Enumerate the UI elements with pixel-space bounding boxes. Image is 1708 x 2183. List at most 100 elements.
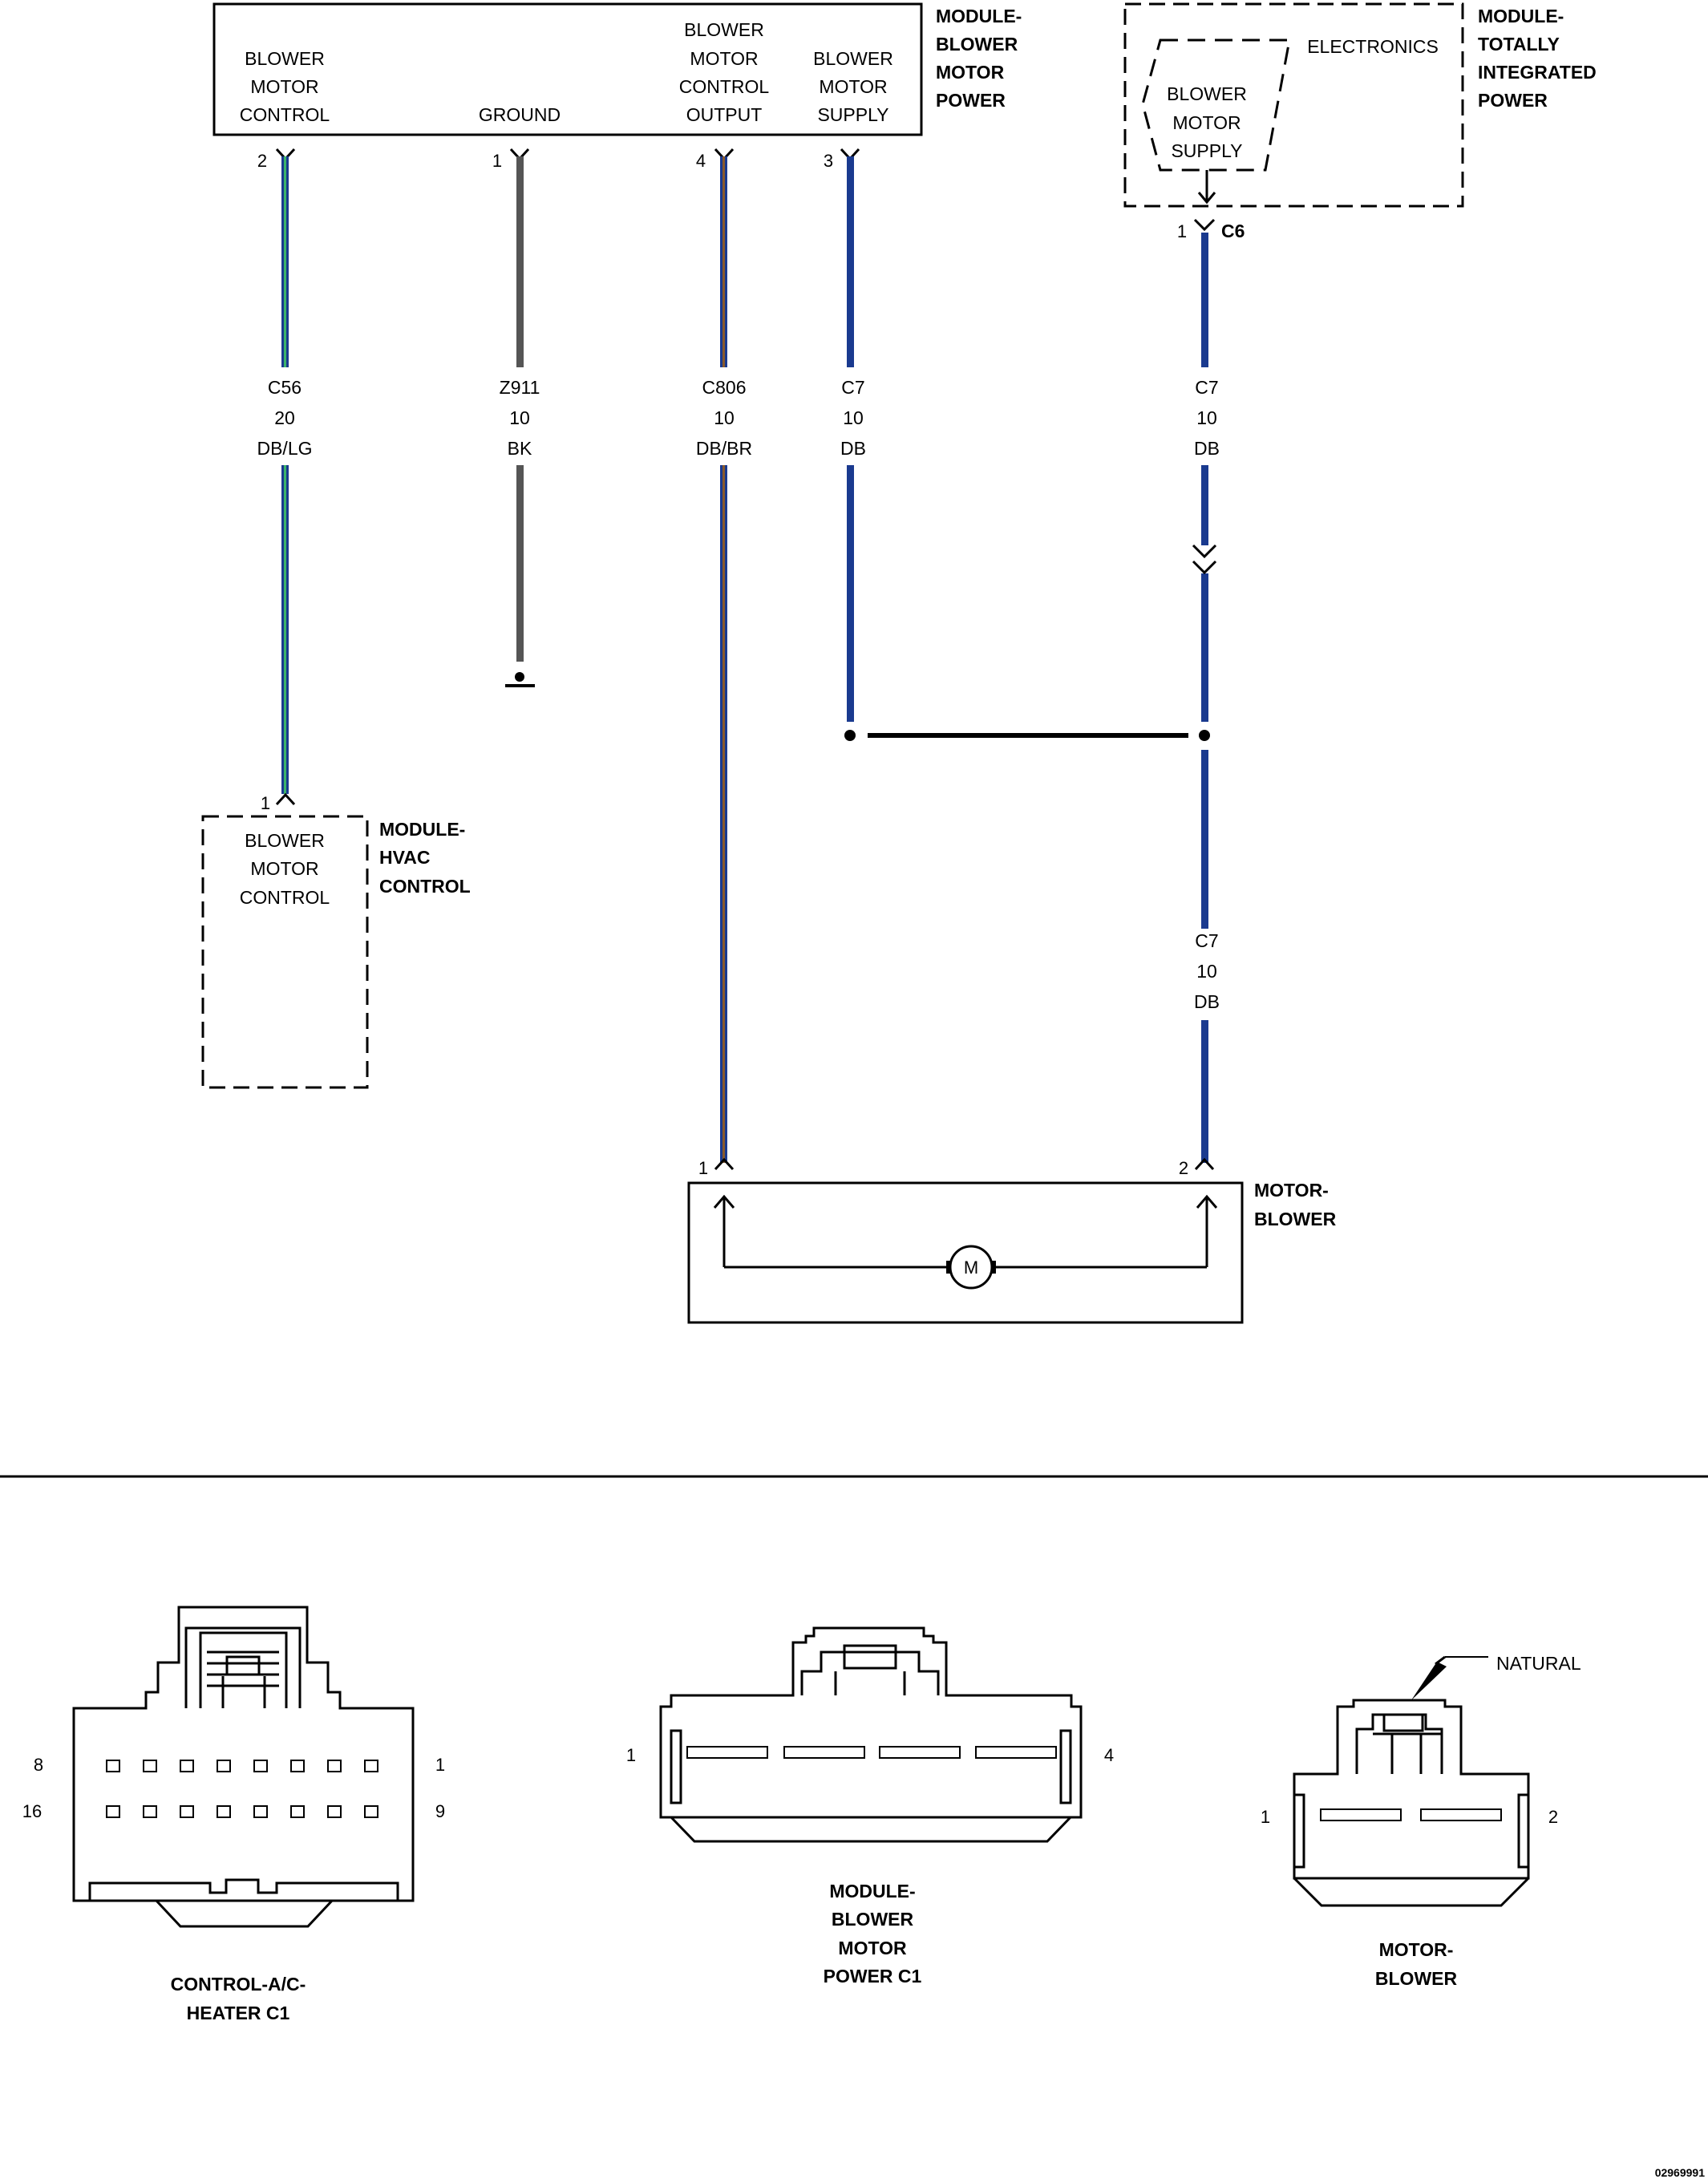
arrow-icon bbox=[713, 1194, 735, 1267]
connector-name: MOTOR- bbox=[1379, 1939, 1454, 1960]
module-blower-motor-power: BLOWER MOTOR CONTROL GROUND BLOWER MOTOR… bbox=[212, 2, 1022, 171]
terminal-symbol bbox=[275, 792, 296, 806]
terminal-symbol bbox=[1193, 218, 1216, 232]
pin-label: BLOWER bbox=[245, 830, 325, 851]
inner-label: MOTOR bbox=[1172, 112, 1241, 133]
wire-color: DB bbox=[840, 438, 866, 459]
pin-label: 1 bbox=[626, 1745, 636, 1765]
pin-label: 9 bbox=[435, 1801, 445, 1821]
wire-color: DB bbox=[1194, 991, 1220, 1012]
module-name: MOTOR bbox=[936, 62, 1005, 83]
wire-c7 bbox=[847, 465, 854, 722]
wire-stripe bbox=[284, 465, 286, 794]
module-name: BLOWER bbox=[1254, 1209, 1337, 1229]
pin-number: 1 bbox=[261, 793, 270, 813]
pin-label: CONTROL bbox=[679, 76, 770, 97]
figure-id: 02969991 bbox=[1655, 2166, 1706, 2179]
latch-detail bbox=[221, 1676, 266, 1708]
module-name: TOTALLY bbox=[1478, 34, 1560, 55]
pin-label: 1 bbox=[1261, 1807, 1270, 1827]
pin-number: 1 bbox=[1177, 221, 1187, 241]
pin-label: BLOWER bbox=[245, 48, 325, 69]
latch bbox=[1355, 1713, 1443, 1774]
wire-c7 bbox=[1201, 573, 1208, 722]
pin-label: MOTOR bbox=[690, 48, 758, 69]
connector-name: MODULE- bbox=[829, 1881, 915, 1902]
pin-number: 1 bbox=[492, 151, 502, 171]
module-name: POWER bbox=[936, 90, 1006, 111]
latch-tab bbox=[843, 1644, 897, 1670]
side-rib bbox=[670, 1729, 682, 1804]
wire-c7 bbox=[1201, 465, 1208, 545]
connector-id: C6 bbox=[1221, 221, 1245, 241]
pin-number: 1 bbox=[698, 1158, 708, 1178]
module-name: MODULE- bbox=[379, 819, 465, 840]
ground-icon bbox=[505, 672, 535, 687]
pin-number: 3 bbox=[824, 151, 833, 171]
wire-gauge: 10 bbox=[714, 407, 735, 428]
pin-label: SUPPLY bbox=[817, 104, 888, 125]
wire-circuit: C56 bbox=[268, 377, 302, 398]
wire-color: DB bbox=[1194, 438, 1220, 459]
side-rib bbox=[1293, 1793, 1305, 1869]
latch bbox=[199, 1631, 288, 1708]
pin-number: 4 bbox=[696, 151, 706, 171]
splice-dot bbox=[1199, 730, 1210, 741]
motor-blower: 1 2 M MOTOR- BLOWER bbox=[687, 1157, 1337, 1324]
pin-number: 2 bbox=[1179, 1158, 1188, 1178]
connector-name: BLOWER bbox=[1375, 1968, 1458, 1989]
connector-foot bbox=[1293, 1877, 1530, 1907]
latch-detail bbox=[1373, 1732, 1442, 1774]
connector-body bbox=[72, 1606, 415, 1902]
inner-label: BLOWER bbox=[1167, 83, 1247, 104]
pin-label: MOTOR bbox=[819, 76, 887, 97]
connector-body bbox=[659, 1626, 1083, 1819]
side-rib bbox=[1059, 1729, 1072, 1804]
latch-detail bbox=[207, 1650, 279, 1687]
motor-icon bbox=[949, 1245, 994, 1290]
connector-foot bbox=[670, 1816, 1072, 1843]
latch bbox=[184, 1626, 302, 1708]
wire-c7 bbox=[1201, 750, 1208, 929]
arrow-icon bbox=[1196, 1194, 1218, 1267]
terminal-symbol bbox=[1194, 1157, 1215, 1171]
callout-arrow-icon bbox=[1411, 1662, 1447, 1700]
connector-foot bbox=[155, 1899, 334, 1928]
pin-label: BLOWER bbox=[684, 19, 764, 40]
inner-label: SUPPLY bbox=[1171, 140, 1242, 161]
hvac-box bbox=[201, 815, 369, 1089]
module-name: HVAC bbox=[379, 847, 430, 868]
inline-connector-icon bbox=[1192, 544, 1217, 559]
module-name: INTEGRATED bbox=[1478, 62, 1597, 83]
module-hvac-control: 1 BLOWER MOTOR CONTROL MODULE- HVAC CONT… bbox=[201, 792, 471, 1089]
pin-label: OUTPUT bbox=[686, 104, 763, 125]
wire-c7 bbox=[1201, 1020, 1208, 1163]
module-name: MODULE- bbox=[936, 6, 1022, 26]
wire-stripe bbox=[722, 465, 725, 1163]
wires bbox=[281, 156, 1208, 1163]
cavity-grid bbox=[106, 1760, 378, 1818]
motor-symbol: M bbox=[964, 1258, 978, 1278]
callout-label: NATURAL bbox=[1496, 1653, 1581, 1674]
connector-body bbox=[1293, 1699, 1530, 1880]
wire-c7 bbox=[847, 156, 854, 367]
wire-circuit: Z911 bbox=[500, 377, 540, 398]
connector-lip bbox=[88, 1878, 399, 1901]
arrow-icon bbox=[1197, 192, 1216, 205]
module-name: MODULE- bbox=[1478, 6, 1564, 26]
wire-color: DB/BR bbox=[696, 438, 752, 459]
wire-gauge: 10 bbox=[843, 407, 864, 428]
module-tipm: ELECTRONICS BLOWER MOTOR SUPPLY MODULE- … bbox=[1123, 2, 1597, 241]
wire-stripe bbox=[284, 156, 286, 367]
pin-label: 2 bbox=[1548, 1807, 1558, 1827]
pin-label: CONTROL bbox=[240, 104, 330, 125]
cavity-row bbox=[686, 1746, 1057, 1759]
connector-hvac-c1 bbox=[72, 1606, 415, 1928]
wire-stripe bbox=[722, 156, 725, 367]
cavity-row bbox=[1320, 1808, 1502, 1821]
module-name: BLOWER bbox=[936, 34, 1018, 55]
tipm-box bbox=[1123, 2, 1464, 208]
wire-c7 bbox=[1201, 233, 1208, 367]
connector-name: POWER C1 bbox=[824, 1966, 922, 1987]
